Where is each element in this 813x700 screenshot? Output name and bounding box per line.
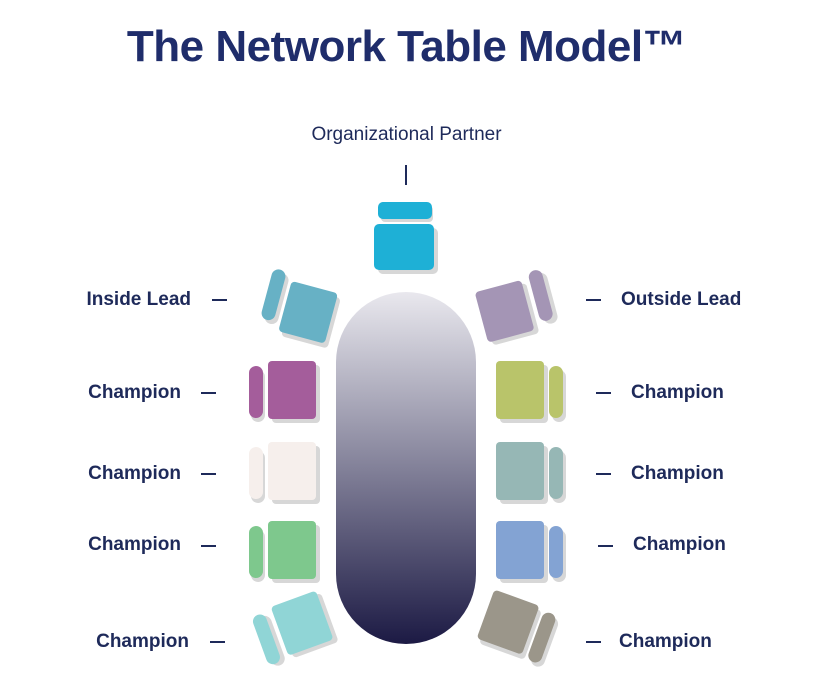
- seat-left-champion-3: [249, 521, 320, 583]
- seat-right-champion-4: [477, 590, 559, 667]
- connector-right-champion-2: [596, 473, 611, 475]
- connector-right-champion-4: [586, 641, 601, 643]
- label-left-champion-2: Champion: [88, 463, 181, 484]
- seat-left-champion-1: [249, 361, 320, 423]
- connector-left-champion-3: [201, 545, 216, 547]
- diagram-title: The Network Table Model™: [126, 22, 687, 71]
- connector-outside-lead: [586, 299, 601, 301]
- seat-right-champion-2: [496, 442, 566, 504]
- label-left-champion-1: Champion: [88, 382, 181, 403]
- seat-inside-lead: [261, 269, 340, 348]
- label-left-champion-4: Champion: [96, 631, 189, 652]
- label-outside-lead: Outside Lead: [621, 289, 742, 310]
- label-right-champion-4: Champion: [619, 631, 712, 652]
- connector-inside-lead: [212, 299, 227, 301]
- label-right-champion-3: Champion: [633, 534, 726, 555]
- organizational-partner-connector: [405, 165, 407, 185]
- connector-left-champion-1: [201, 392, 216, 394]
- label-right-champion-1: Champion: [631, 382, 724, 403]
- seat-organizational-partner: [374, 202, 438, 274]
- seat-left-champion-2: [249, 442, 320, 504]
- organizational-partner-label: Organizational Partner: [311, 124, 502, 145]
- label-right-champion-2: Champion: [631, 463, 724, 484]
- connector-right-champion-3: [598, 545, 613, 547]
- connector-left-champion-4: [210, 641, 225, 643]
- connector-left-champion-2: [201, 473, 216, 475]
- seat-right-champion-1: [496, 361, 566, 423]
- label-left-champion-3: Champion: [88, 534, 181, 555]
- seat-right-champion-3: [496, 521, 566, 583]
- seat-left-champion-4: [252, 591, 338, 666]
- connector-right-champion-1: [596, 392, 611, 394]
- label-inside-lead: Inside Lead: [86, 289, 191, 310]
- seat-outside-lead: [475, 270, 558, 345]
- network-table: [336, 292, 476, 644]
